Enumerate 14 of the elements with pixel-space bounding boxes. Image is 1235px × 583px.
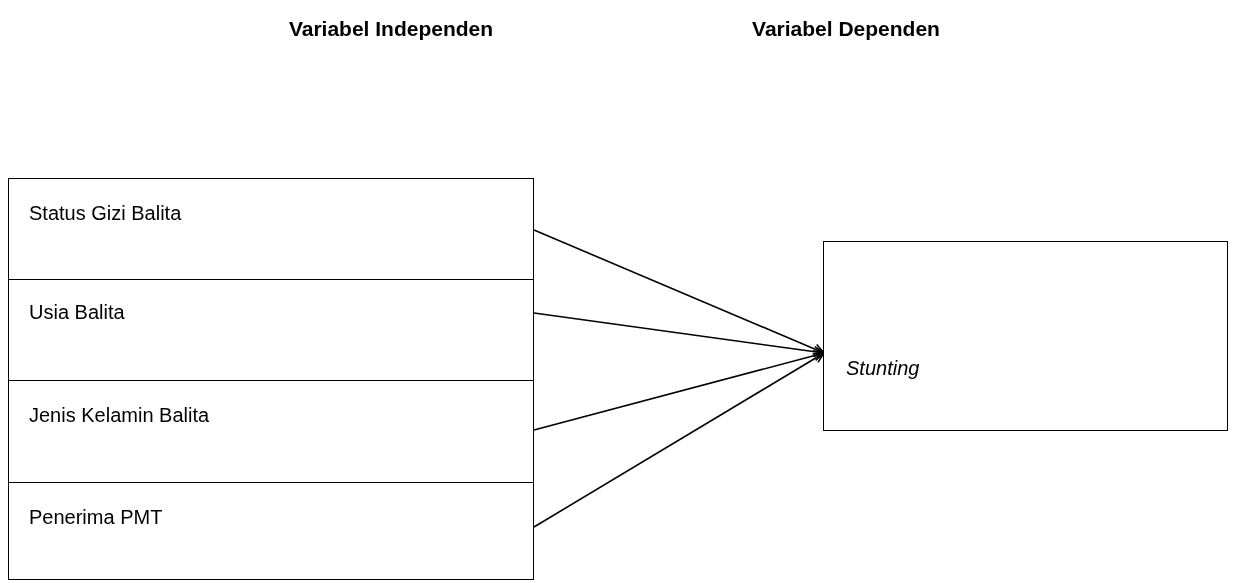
independent-variable-box — [8, 178, 534, 280]
arrow — [533, 312, 825, 358]
independent-variable-box — [8, 380, 534, 483]
independent-variable-box — [8, 482, 534, 580]
variable-name: Status Gizi Balita — [29, 202, 182, 225]
variable-name: Penerima PMT — [29, 506, 163, 529]
variable-name: Jenis Kelamin Balita — [29, 404, 210, 427]
variable-name: Usia Balita — [29, 301, 125, 324]
variable-name: Stunting — [846, 357, 920, 380]
dependent-variable-box — [823, 241, 1228, 431]
column-heading: Variabel Independen — [288, 17, 494, 41]
column-heading: Variabel Dependen — [752, 17, 940, 41]
arrow — [533, 352, 825, 528]
independent-variable-box — [8, 279, 534, 381]
